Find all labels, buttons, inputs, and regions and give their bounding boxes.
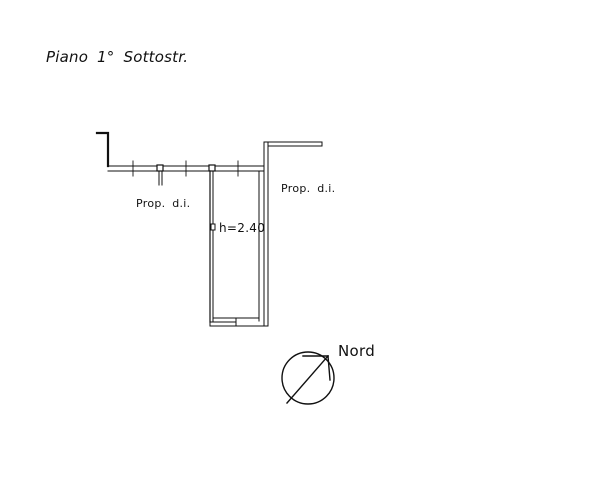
property-label-right: Prop. d.i. [281, 182, 336, 195]
north-label: Nord [338, 342, 376, 360]
wall-right [258, 141, 323, 327]
corridor-wall [107, 160, 265, 186]
property-label-left: Prop. d.i. [136, 197, 191, 210]
room-left-wall [209, 170, 216, 323]
room-bottom-wall [209, 317, 269, 327]
floor-title: Piano 1° Sottostr. [46, 48, 189, 66]
ceiling-height-label: h=2.40 [219, 221, 266, 235]
north-arrow-icon [281, 351, 335, 405]
wall-left-hook [95, 131, 110, 168]
